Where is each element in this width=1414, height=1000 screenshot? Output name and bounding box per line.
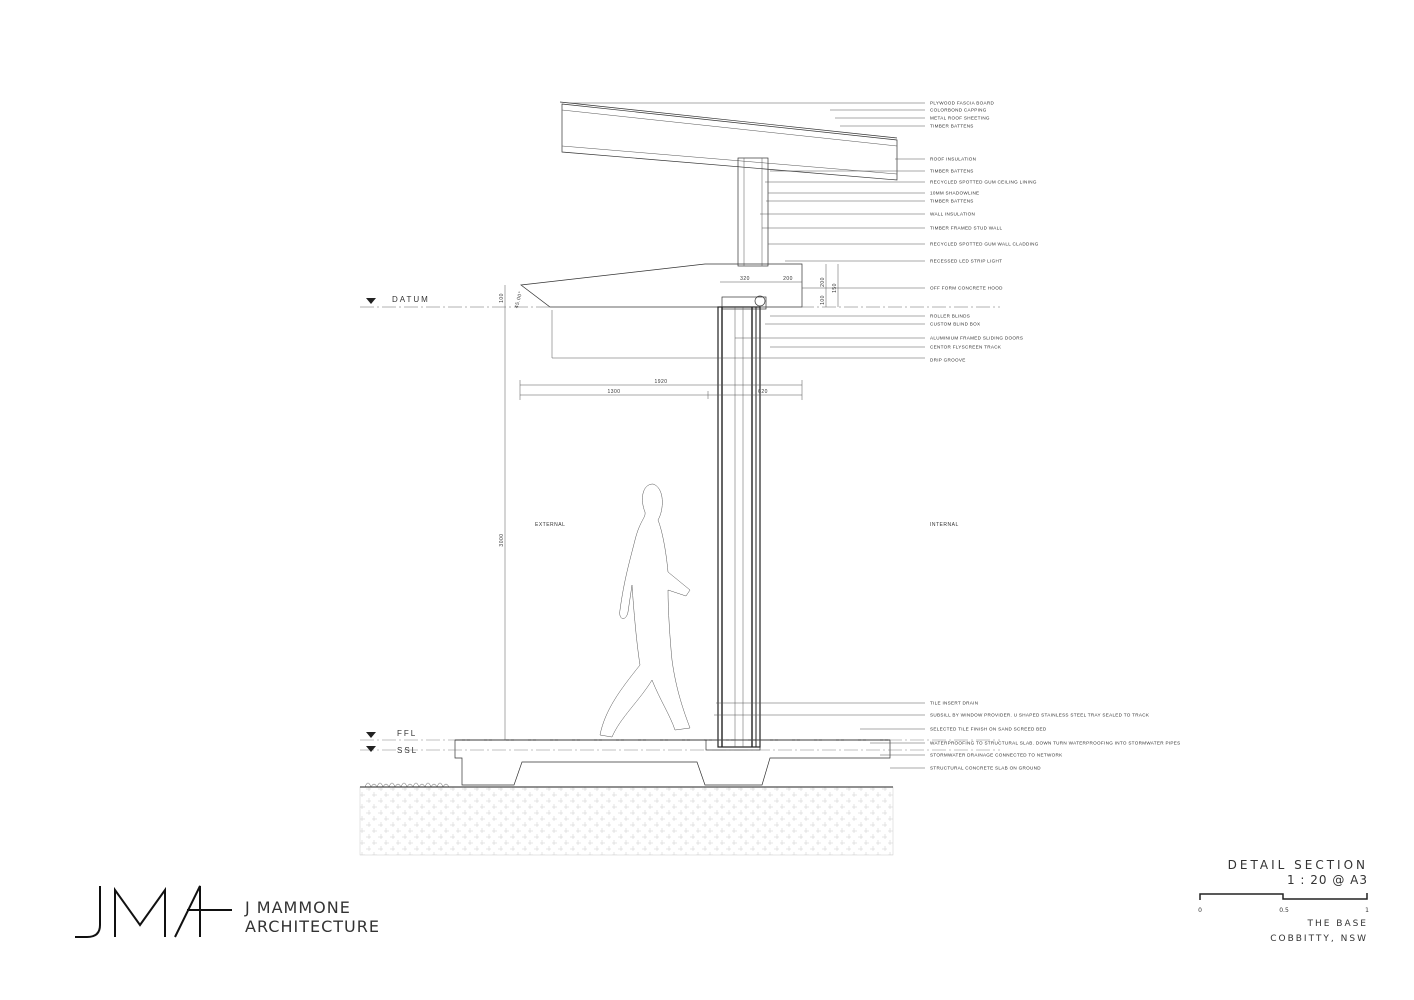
roof-section bbox=[559, 101, 898, 181]
dim-internal-width: 620 bbox=[758, 389, 768, 395]
annotation-label: OFF FORM CONCRETE HOOD bbox=[930, 286, 1003, 291]
person-silhouette bbox=[599, 483, 691, 738]
zone-external: EXTERNAL bbox=[535, 522, 565, 528]
logo: J MAMMONE ARCHITECTURE bbox=[75, 885, 380, 938]
annotation-label: METAL ROOF SHEETING bbox=[930, 116, 990, 121]
annotation-label: RECESSED LED STRIP LIGHT bbox=[930, 259, 1002, 264]
dim-opening-height: 3000 bbox=[499, 533, 505, 546]
dimension-lines bbox=[504, 264, 839, 740]
annotation-label: STRUCTURAL CONCRETE SLAB ON GROUND bbox=[930, 766, 1041, 771]
annotation-label: COLORBOND CAPPING bbox=[930, 108, 987, 113]
dim-tip-height: 100 bbox=[499, 293, 505, 303]
annotations: PLYWOOD FASCIA BOARD COLORBOND CAPPING MET… bbox=[570, 101, 1181, 771]
annotation-label: PLYWOOD FASCIA BOARD bbox=[930, 101, 994, 106]
annotation-label: TIMBER BATTENS bbox=[930, 169, 974, 174]
drip-groove-leader bbox=[551, 310, 925, 359]
annotation-label: TIMBER BATTENS bbox=[930, 199, 974, 204]
scale-bar bbox=[1199, 893, 1368, 900]
level-datum: DATUM bbox=[392, 295, 430, 304]
annotation-label: SELECTED TILE FINISH ON SAND SCREED BED bbox=[930, 727, 1047, 732]
dim-overall-width: 1920 bbox=[654, 379, 667, 385]
annotation-label: TIMBER FRAMED STUD WALL bbox=[930, 226, 1002, 231]
annotation-label: SUBSILL BY WINDOW PROVIDER. U SHAPED STA… bbox=[930, 713, 1150, 718]
concrete-hood bbox=[520, 263, 803, 310]
dim-external-width: 1300 bbox=[607, 389, 620, 395]
dim-hood-height-a: 200 bbox=[820, 277, 826, 287]
floor-slab bbox=[359, 739, 894, 856]
scale-tick-05: 0.5 bbox=[1279, 907, 1289, 914]
annotation-label: WATERPROOFING TO STRUCTURAL SLAB. DOWN T… bbox=[930, 741, 1181, 746]
project-location: COBBITTY, NSW bbox=[1270, 934, 1368, 944]
annotation-label: CUSTOM BLIND BOX bbox=[930, 322, 980, 327]
annotation-label: ROLLER BLINDS bbox=[930, 314, 970, 319]
dim-hood-height-c: 100 bbox=[820, 295, 826, 305]
annotation-label: TILE INSERT DRAIN bbox=[930, 701, 978, 706]
dim-angle: 45.00° bbox=[514, 291, 524, 309]
annotation-label: CENTOR FLYSCREEN TRACK bbox=[930, 345, 1002, 350]
logo-mark bbox=[75, 886, 101, 938]
annotation-label: RECYCLED SPOTTED GUM WALL CLADDING bbox=[930, 242, 1039, 247]
stud-wall bbox=[737, 157, 769, 267]
annotation-label: 10MM SHADOWLINE bbox=[930, 191, 979, 196]
zone-internal: INTERNAL bbox=[930, 522, 959, 528]
title-block: DETAIL SECTION 1 : 20 @ A3 0 0.5 1 THE B… bbox=[1198, 858, 1369, 944]
logo-name-line2: ARCHITECTURE bbox=[245, 917, 380, 936]
annotation-label: STORMWATER DRAINAGE CONNECTED TO NETWORK bbox=[930, 753, 1063, 758]
sliding-door bbox=[717, 306, 761, 748]
annotation-label: ALUMINIUM FRAMED SLIDING DOORS bbox=[930, 336, 1023, 341]
level-ffl: FFL bbox=[397, 729, 417, 738]
ffl-marker-icon bbox=[366, 732, 376, 738]
project-name: THE BASE bbox=[1306, 919, 1368, 929]
ssl-marker-icon bbox=[366, 746, 376, 752]
level-ssl: SSL bbox=[397, 746, 418, 755]
datum-marker-icon bbox=[366, 298, 376, 304]
scale-tick-0: 0 bbox=[1198, 907, 1202, 914]
scale-tick-1: 1 bbox=[1365, 907, 1369, 914]
annotation-label: DRIP GROOVE bbox=[930, 358, 966, 363]
drawing-scale: 1 : 20 @ A3 bbox=[1287, 873, 1368, 887]
annotation-label: WALL INSULATION bbox=[930, 212, 975, 217]
drawing-title: DETAIL SECTION bbox=[1228, 858, 1368, 872]
annotation-label: RECYCLED SPOTTED GUM CEILING LINING bbox=[930, 180, 1037, 185]
dim-hood-b: 200 bbox=[783, 276, 793, 282]
dim-hood-a: 320 bbox=[740, 276, 750, 282]
annotation-label: ROOF INSULATION bbox=[930, 157, 976, 162]
annotation-label: TIMBER BATTENS bbox=[930, 124, 974, 129]
logo-name-line1: J MAMMONE bbox=[244, 898, 351, 917]
